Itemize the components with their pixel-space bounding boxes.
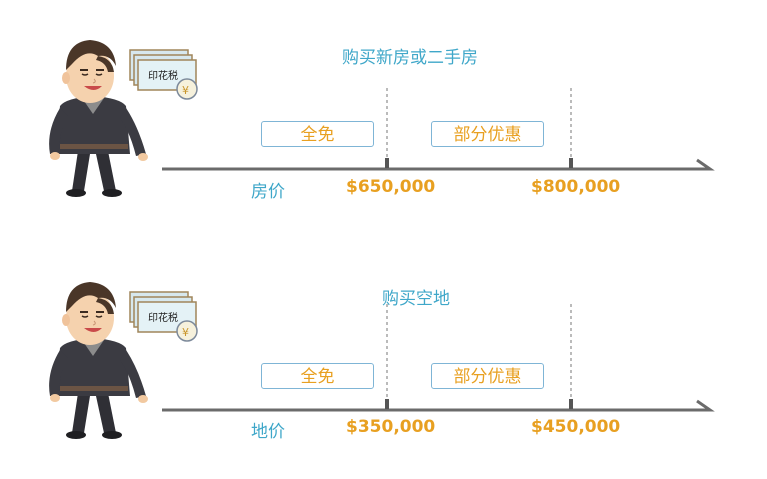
stamp-tax-notes-icon: 印花税 ¥ <box>130 50 197 99</box>
badge-partial-discount: 部分优惠 <box>431 363 544 389</box>
tick-high <box>569 399 573 409</box>
axis-label: 房价 <box>251 177 285 202</box>
coin-symbol: ¥ <box>182 84 189 97</box>
stamp-label: 印花税 <box>148 311 178 324</box>
businessman-illustration: 印花税 ¥ <box>38 36 208 201</box>
panel-title: 购买空地 <box>382 284 450 309</box>
badge-partial-discount: 部分优惠 <box>431 121 544 147</box>
threshold-low-price: $650,000 <box>346 177 435 197</box>
badge-full-exemption: 全免 <box>261 121 374 147</box>
panel-title: 购买新房或二手房 <box>342 43 478 68</box>
stamp-tax-notes-icon: 印花税 ¥ <box>130 292 197 341</box>
businessman-illustration: 印花税 ¥ <box>38 278 208 443</box>
tick-high <box>569 158 573 168</box>
threshold-low-price: $350,000 <box>346 417 435 437</box>
threshold-high-price: $450,000 <box>531 417 620 437</box>
badge-full-exemption: 全免 <box>261 363 374 389</box>
axis-label: 地价 <box>251 417 285 442</box>
threshold-high-price: $800,000 <box>531 177 620 197</box>
panel-new-or-resale-home: 购买新房或二手房 全免 部分优惠 房价 $650,000 $800,000 <box>0 0 767 237</box>
stamp-label: 印花税 <box>148 69 178 82</box>
tick-low <box>385 158 389 168</box>
panel-vacant-land: 购买空地 全免 部分优惠 地价 $350,000 $450,000 印花税 <box>0 242 767 479</box>
coin-symbol: ¥ <box>182 326 189 339</box>
tick-low <box>385 399 389 409</box>
